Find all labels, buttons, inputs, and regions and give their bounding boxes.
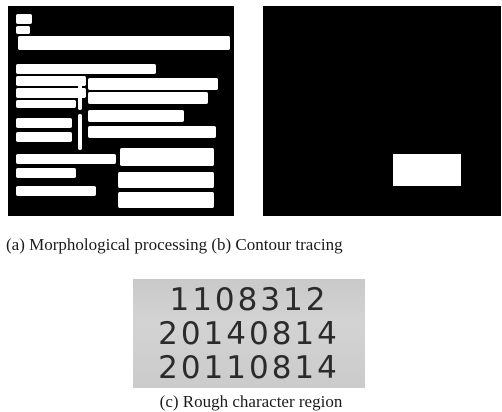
rough-character-region-image: 1108312 20140814 20110814	[133, 279, 365, 388]
caption-a-b: (a) Morphological processing (b) Contour…	[6, 235, 343, 254]
caption-c: (c) Rough character region	[159, 392, 343, 411]
digits-line-3: 20110814	[158, 350, 340, 386]
morphological-processing-image	[8, 6, 234, 216]
detected-region-box	[393, 154, 461, 186]
digits-line-1: 1108312	[169, 282, 329, 318]
digits-line-2: 20140814	[158, 316, 340, 352]
contour-tracing-image	[263, 6, 501, 216]
